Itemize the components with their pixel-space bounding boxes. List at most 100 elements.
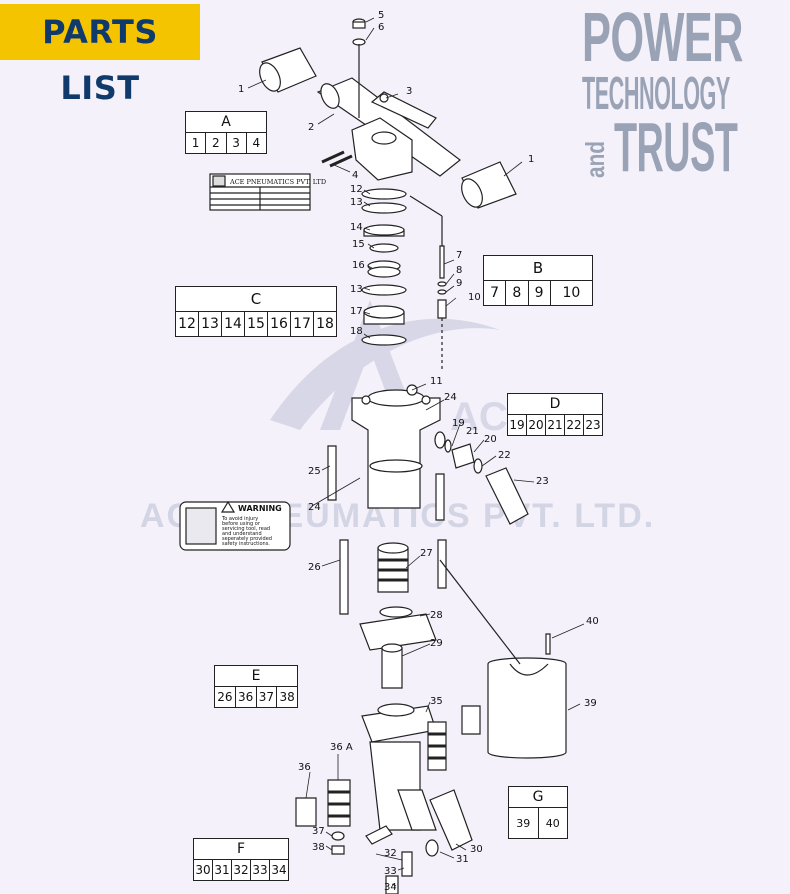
brand-logo: POWER TECHNOLOGY and TRUST (576, 0, 790, 182)
callout-6: 6 (378, 22, 384, 33)
brand-word-trust: TRUST (614, 108, 738, 186)
group-c-part: 15 (244, 311, 268, 337)
handle-screws (321, 150, 353, 168)
callout-9: 9 (456, 278, 462, 289)
warning-heading: WARNING (238, 504, 282, 513)
callout-20: 20 (484, 434, 497, 445)
callout-7: 7 (456, 250, 462, 261)
throttle-lever (370, 91, 437, 129)
callout-5: 5 (378, 10, 384, 21)
callout-29: 29 (430, 638, 443, 649)
valve-stack (361, 188, 407, 346)
callout-13-upper: 13 (350, 197, 363, 208)
group-c-part: 14 (221, 311, 245, 337)
callout-13-lower: 13 (350, 284, 363, 295)
warning-line-6: safety instructions. (222, 541, 270, 547)
callout-23: 23 (536, 476, 549, 487)
callout-24-lower: 24 (308, 502, 321, 513)
group-table-d: D 19 20 21 22 23 (507, 393, 603, 436)
valve-rod (409, 195, 447, 372)
retainer-latch (365, 789, 473, 894)
group-e-part: 26 (214, 686, 236, 708)
group-c-part: 18 (313, 311, 337, 337)
group-f-part: 30 (193, 859, 213, 881)
group-b-part: 8 (505, 280, 529, 306)
brand-word-technology: TECHNOLOGY (582, 67, 730, 119)
group-b-part: 9 (527, 280, 551, 306)
group-e-part: 37 (255, 686, 278, 708)
callout-19: 19 (452, 418, 465, 429)
group-d-part: 20 (526, 414, 546, 436)
handle-grip-right (461, 161, 517, 209)
group-c-label: C (175, 286, 337, 312)
leader-lines (247, 17, 585, 887)
group-table-e: E 26 36 37 38 (214, 665, 298, 708)
side-bolts (327, 445, 447, 615)
group-c-part: 13 (198, 311, 222, 337)
warning-line-1: To avoid injury (221, 516, 258, 522)
handle-body (351, 117, 413, 181)
callout-15: 15 (352, 239, 365, 250)
group-f-part: 33 (250, 859, 270, 881)
callout-40: 40 (586, 616, 599, 627)
group-d-part: 23 (583, 414, 603, 436)
callout-16: 16 (352, 260, 365, 271)
callout-18: 18 (350, 326, 363, 337)
page-title: PARTS LIST (0, 4, 200, 107)
warning-line-3: servicing tool, read (222, 526, 270, 532)
group-g-part: 39 (508, 807, 539, 839)
callout-10: 10 (468, 292, 481, 303)
callout-27: 27 (420, 548, 433, 559)
callout-32: 32 (384, 848, 397, 859)
group-a-part: 1 (184, 132, 207, 154)
group-b-part: 7 (482, 280, 507, 306)
group-table-g: G 39 40 (508, 786, 568, 839)
callout-35: 35 (430, 696, 443, 707)
warning-line-2: before using or (222, 521, 261, 527)
group-g-label: G (508, 786, 568, 808)
callout-11: 11 (430, 376, 443, 387)
group-a-part: 4 (245, 132, 268, 154)
cylinder-body (351, 384, 441, 509)
callout-1-right: 1 (528, 154, 534, 165)
callout-38: 38 (312, 842, 325, 853)
group-d-part: 22 (564, 414, 584, 436)
callout-36a: 36 A (330, 742, 353, 753)
group-f-part: 32 (231, 859, 251, 881)
nameplate-company: ACE PNEUMATICS PVT. LTD (229, 178, 326, 186)
callout-21: 21 (466, 426, 479, 437)
group-e-part: 36 (234, 686, 257, 708)
piston (377, 542, 409, 593)
callout-33: 33 (384, 866, 397, 877)
group-e-label: E (214, 665, 298, 687)
springs-and-buffers (295, 705, 481, 855)
callout-25: 25 (308, 466, 321, 477)
group-a-part: 2 (205, 132, 227, 154)
callout-4: 4 (352, 170, 358, 181)
group-f-part: 31 (212, 859, 232, 881)
callout-22: 22 (498, 450, 511, 461)
callout-14: 14 (350, 222, 363, 233)
group-b-label: B (483, 255, 593, 281)
callout-28: 28 (430, 610, 443, 621)
callout-2: 2 (308, 122, 314, 133)
callout-24-upper: 24 (444, 392, 457, 403)
callout-8: 8 (456, 265, 462, 276)
nameplate: ACE PNEUMATICS PVT. LTD (209, 173, 326, 211)
warning-label: WARNING To avoid injury before using or … (179, 500, 291, 551)
group-table-c: C 12 13 14 15 16 17 18 (175, 286, 337, 337)
callout-3: 3 (406, 86, 412, 97)
group-a-part: 3 (225, 132, 247, 154)
group-table-b: B 7 8 9 10 (482, 255, 594, 306)
callout-36: 36 (298, 762, 311, 773)
muffler (439, 559, 567, 759)
group-c-part: 17 (290, 311, 314, 337)
group-f-part: 34 (269, 859, 289, 881)
group-d-part: 21 (545, 414, 565, 436)
nut-top (352, 18, 366, 118)
handle-grip-left (259, 47, 317, 93)
group-c-part: 12 (175, 311, 199, 337)
group-b-part: 10 (549, 280, 594, 306)
callout-17: 17 (350, 306, 363, 317)
